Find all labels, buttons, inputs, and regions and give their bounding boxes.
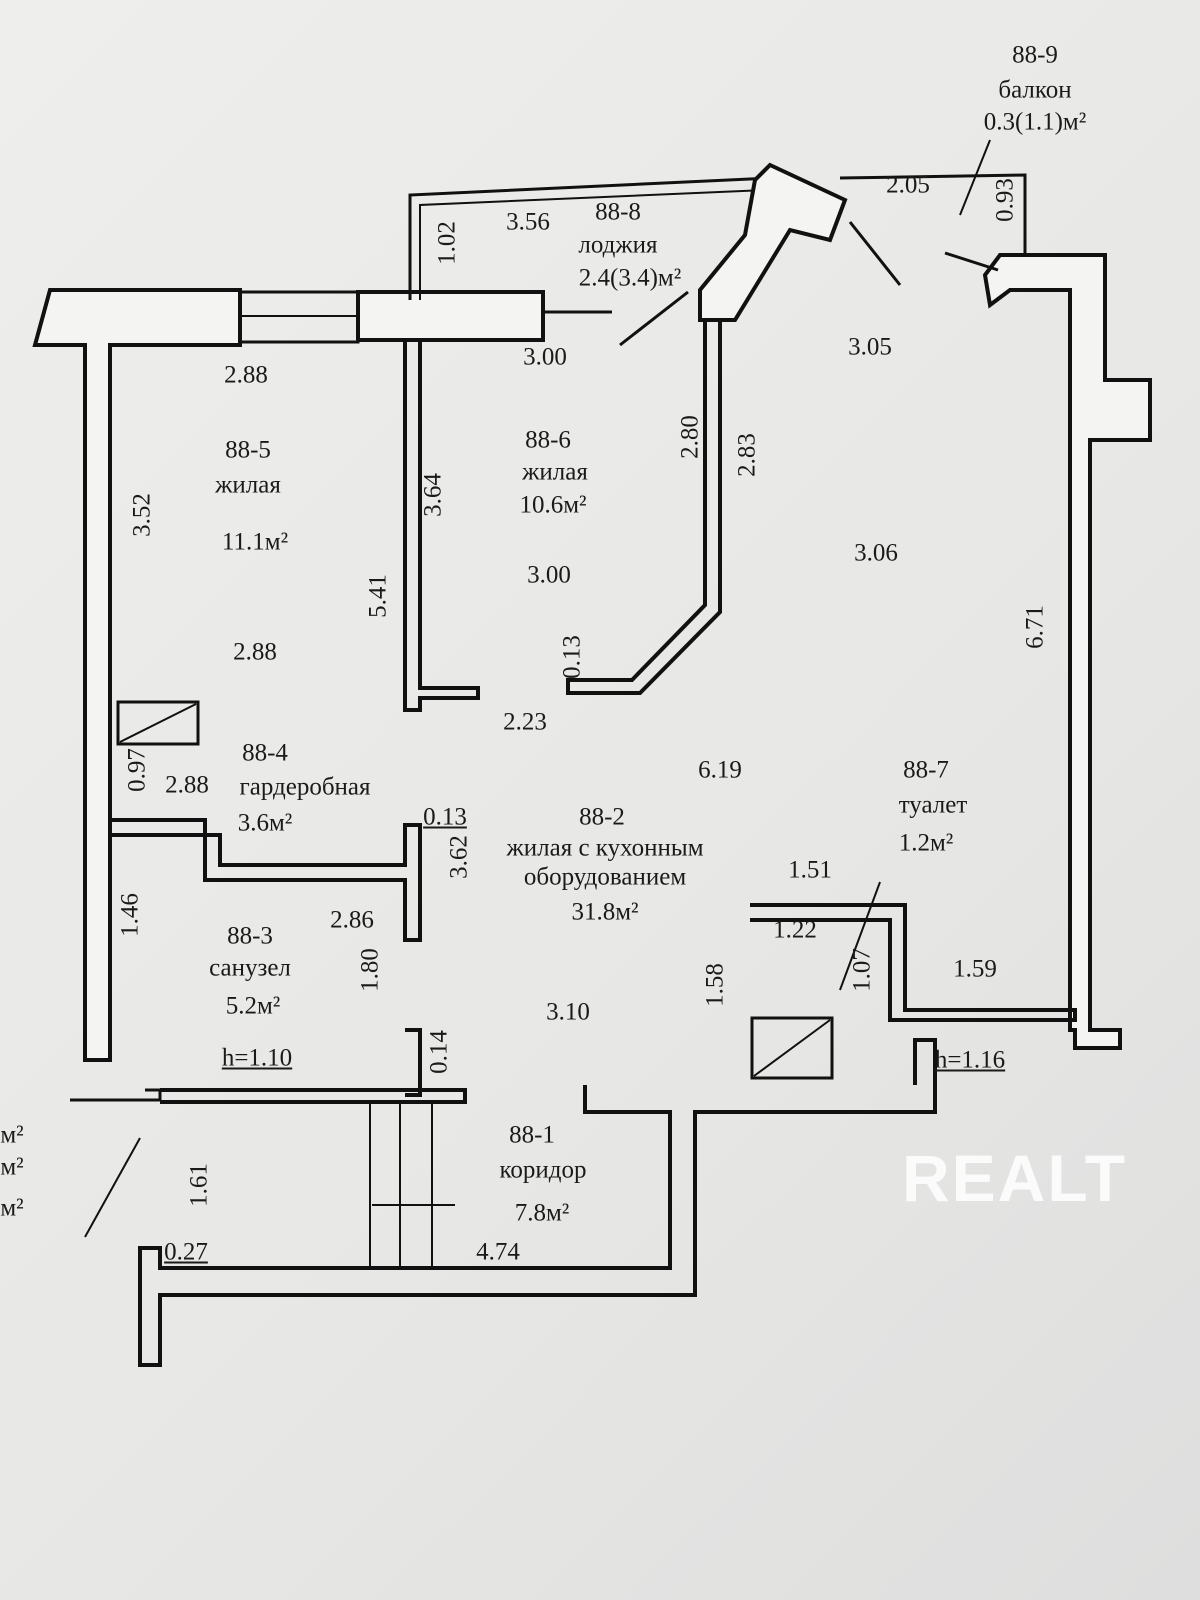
wall xyxy=(160,1088,467,1104)
shaft-diagonal xyxy=(753,1019,831,1077)
room-88-8-name: лоджия xyxy=(578,231,658,259)
room-88-5-id: 88-5 xyxy=(225,436,271,464)
dimension: 2.88 xyxy=(224,361,268,389)
shaft xyxy=(750,1016,834,1080)
room-88-3-id: 88-3 xyxy=(227,922,273,950)
room-88-2-name2: оборудованием xyxy=(523,863,687,891)
door-leaf xyxy=(619,290,689,347)
dimension: 1.58 xyxy=(701,963,729,1007)
room-88-2-id: 88-2 xyxy=(579,803,625,831)
room-88-4-id: 88-4 xyxy=(242,739,288,767)
room-88-9-name: балкон xyxy=(998,76,1072,104)
room-88-7-name: туалет xyxy=(898,791,968,819)
leader-line xyxy=(839,881,881,991)
dimension: 6.71 xyxy=(1021,605,1049,649)
dimension: 3.52 xyxy=(128,493,156,537)
dimension: 2.23 xyxy=(503,708,547,736)
dimension: 2.80 xyxy=(676,415,704,459)
wall xyxy=(405,1028,422,1097)
dimension: 3.56 xyxy=(506,208,550,236)
dimension: 1.07 xyxy=(848,948,876,992)
dimension: 3.00 xyxy=(527,561,571,589)
door-leaf xyxy=(848,221,902,286)
partial-area: м² xyxy=(0,1121,24,1149)
room-88-7-id: 88-7 xyxy=(903,756,949,784)
room-88-9-id: 88-9 xyxy=(1012,41,1058,69)
dimension: 3.62 xyxy=(445,835,473,879)
dimension: 0.14 xyxy=(425,1030,453,1074)
dimension: 6.19 xyxy=(698,756,742,784)
balcony-outline xyxy=(839,173,1027,255)
wall xyxy=(32,288,242,1062)
room-88-3-name: санузел xyxy=(209,954,291,982)
room-88-2-area: 31.8м² xyxy=(571,898,639,926)
dimension: 1.59 xyxy=(953,955,997,983)
dimension: 0.97 xyxy=(123,748,151,792)
dimension: 2.88 xyxy=(233,638,277,666)
wall xyxy=(403,340,480,712)
dimension: 1.51 xyxy=(788,856,832,884)
shaft xyxy=(116,700,200,746)
room-88-1-area: 7.8м² xyxy=(514,1199,570,1227)
loggia-outline xyxy=(419,189,766,300)
dimension: 4.74 xyxy=(476,1238,520,1266)
dimension: 3.00 xyxy=(523,343,567,371)
room-88-6-id: 88-6 xyxy=(525,426,571,454)
room-88-5-name: жилая xyxy=(215,471,281,499)
dimension: 1.61 xyxy=(185,1163,213,1207)
dimension: 1.22 xyxy=(773,916,817,944)
dimension: 1.80 xyxy=(356,948,384,992)
wall xyxy=(566,322,722,695)
wall xyxy=(698,162,848,322)
room-88-6-name: жилая xyxy=(522,458,588,486)
wall xyxy=(112,818,422,942)
wall xyxy=(750,903,1077,1022)
room-88-3-area: 5.2м² xyxy=(225,992,281,1020)
room-88-7-area: 1.2м² xyxy=(898,829,954,857)
shaft-diagonal xyxy=(119,703,197,743)
room-88-5-area: 11.1м² xyxy=(221,528,289,556)
dimension: 3.06 xyxy=(854,539,898,567)
height-label: h=1.16 xyxy=(934,1046,1006,1074)
room-88-2-name: жилая с кухонным xyxy=(506,834,704,862)
wall xyxy=(356,290,545,342)
dimension: 3.05 xyxy=(848,333,892,361)
dimension: 0.27 xyxy=(164,1238,208,1266)
height-label: h=1.10 xyxy=(221,1044,293,1072)
dimension: 0.13 xyxy=(558,635,586,679)
dimension: 0.93 xyxy=(991,178,1019,222)
wall xyxy=(70,1088,162,1102)
dimension: 0.13 xyxy=(423,803,467,831)
door-leaf xyxy=(944,251,999,272)
dimension: 3.64 xyxy=(419,473,447,517)
room-88-4-area: 3.6м² xyxy=(237,809,293,837)
room-88-6-area: 10.6м² xyxy=(519,491,587,519)
dimension: 2.05 xyxy=(886,171,930,199)
dimension: 1.46 xyxy=(116,893,144,937)
dimension: 5.41 xyxy=(364,574,392,618)
room-88-4-name: гардеробная xyxy=(239,773,371,801)
leader-line xyxy=(959,139,991,216)
room-88-1-id: 88-1 xyxy=(509,1121,555,1149)
dimension: 1.02 xyxy=(433,221,461,265)
dimension: 2.88 xyxy=(165,771,209,799)
leader-line xyxy=(84,1137,141,1238)
room-88-1-name: коридор xyxy=(499,1156,587,1184)
loggia-outline xyxy=(408,176,771,300)
room-88-8-id: 88-8 xyxy=(595,198,641,226)
wall xyxy=(138,1038,937,1367)
partial-area: м² xyxy=(0,1194,24,1222)
room-88-9-area: 0.3(1.1)м² xyxy=(983,108,1087,136)
dimension: 3.10 xyxy=(546,998,590,1026)
dimension: 2.83 xyxy=(733,433,761,477)
dimension: 2.86 xyxy=(330,906,374,934)
room-88-8-area: 2.4(3.4)м² xyxy=(578,264,682,292)
partial-area: м² xyxy=(0,1153,24,1181)
wall xyxy=(982,253,1152,1050)
realt-watermark: REALT xyxy=(902,1141,1128,1215)
